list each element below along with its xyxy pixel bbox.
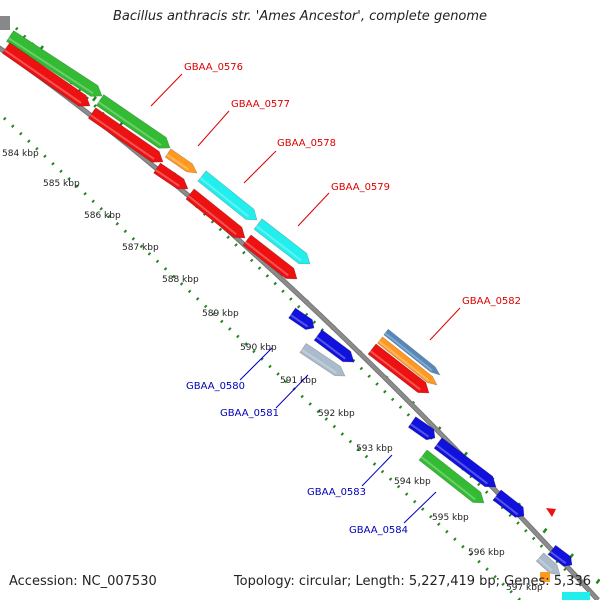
scale-tick-label: 596 kbp bbox=[468, 548, 505, 558]
gene-arrow-red-highlight bbox=[244, 241, 289, 277]
gene-arrow-orange bbox=[164, 148, 198, 174]
gene-arrow-red bbox=[87, 107, 164, 163]
gene-arrow-blue bbox=[547, 544, 573, 567]
scale-tick-label: 586 kbp bbox=[84, 211, 121, 221]
gene-label-reverse: GBAA_0584 bbox=[349, 525, 408, 536]
gene-arrow-blue bbox=[433, 437, 497, 488]
gene-arrow-blue-highlight bbox=[290, 314, 309, 328]
gene-label-forward: GBAA_0577 bbox=[231, 99, 290, 110]
gene-arrow-red-highlight bbox=[3, 49, 82, 104]
genome-summary: Topology: circular; Length: 5,227,419 bp… bbox=[233, 574, 591, 589]
gene-arrow-silver-highlight bbox=[301, 348, 337, 374]
gene-arrow-red-highlight bbox=[155, 169, 180, 187]
gene-label-reverse: GBAA_0583 bbox=[307, 487, 366, 498]
scale-tick-label: 589 kbp bbox=[202, 309, 239, 319]
gene-arrow-green bbox=[95, 94, 171, 149]
gene-arrow-red bbox=[367, 343, 430, 394]
gene-label-forward-leader bbox=[297, 192, 330, 227]
gene-label-forward-leader bbox=[429, 307, 461, 341]
gene-arrow-silver-highlight bbox=[537, 557, 553, 572]
gene-label-forward-leader bbox=[243, 150, 277, 184]
scale-tick-label: 597 kbp bbox=[506, 583, 543, 593]
gene-label-forward-leader bbox=[197, 110, 230, 147]
gene-arrow-blue-highlight bbox=[409, 423, 430, 438]
scale-tick-label: 594 kbp bbox=[394, 477, 431, 487]
scale-tick-label: 592 kbp bbox=[318, 409, 355, 419]
scale-tick-label: 590 kbp bbox=[240, 343, 277, 353]
inner-dotted-ring bbox=[2, 116, 522, 602]
gene-arrow-red-highlight bbox=[187, 195, 237, 236]
gene-arrow-red bbox=[1, 42, 91, 107]
gene-arrow-silver bbox=[299, 342, 346, 377]
gene-arrow-cyan bbox=[253, 218, 311, 265]
gene-arrow-cyan-highlight bbox=[255, 225, 302, 262]
gene-arrow-blue bbox=[288, 307, 315, 330]
gene-arrow-cyan bbox=[197, 170, 258, 221]
gene-arrow-cyan-edge bbox=[562, 592, 590, 600]
gene-label-forward: GBAA_0576 bbox=[184, 62, 243, 73]
gene-arrow-orange bbox=[377, 336, 438, 386]
outer-tick-mark bbox=[542, 527, 548, 534]
gene-arrow-red bbox=[185, 188, 246, 239]
gene-arrow-blue-highlight bbox=[435, 444, 488, 485]
gene-arrow-silver bbox=[535, 552, 561, 576]
gene-arrow-blue-highlight bbox=[315, 336, 346, 360]
gene-label-reverse: GBAA_0580 bbox=[186, 381, 245, 392]
gene-arrow-blue-highlight bbox=[494, 496, 519, 516]
gene-arrow-red bbox=[242, 234, 298, 280]
gene-arrow-cyan-highlight bbox=[199, 177, 249, 218]
gene-label-forward: GBAA_0582 bbox=[462, 296, 521, 307]
outer-tick-mark bbox=[595, 578, 600, 585]
gene-arrow-orange-highlight bbox=[166, 153, 190, 171]
gene-arrow-red bbox=[153, 162, 189, 190]
gene-arrow-blue bbox=[407, 416, 436, 441]
map-title: Bacillus anthracis str. 'Ames Ancestor',… bbox=[112, 9, 488, 24]
gene-arrow-green-highlight bbox=[420, 456, 476, 501]
gene-arrow-steelblue-highlight bbox=[384, 332, 433, 372]
gene-arrow-red-highlight bbox=[369, 350, 421, 391]
gene-arrow-green-highlight bbox=[97, 101, 162, 146]
gene-arrow-orange-edge bbox=[540, 572, 550, 582]
scale-tick-label: 585 kbp bbox=[43, 179, 80, 189]
gene-arrow-steelblue bbox=[383, 328, 441, 376]
gene-label-forward: GBAA_0578 bbox=[277, 138, 336, 149]
scale-tick-label: 595 kbp bbox=[432, 513, 469, 523]
scale-tick-label: 588 kbp bbox=[162, 275, 199, 285]
scale-tick-label: 584 kbp bbox=[2, 149, 39, 159]
gene-label-forward-leader bbox=[150, 73, 183, 107]
gene-arrow-red-highlight bbox=[89, 114, 155, 160]
gene-arrow-blue-highlight bbox=[549, 551, 567, 565]
gene-arrow-blue bbox=[313, 329, 355, 363]
scale-tick-label: 591 kbp bbox=[280, 376, 317, 386]
gene-arrow-green bbox=[418, 449, 485, 504]
gene-arrow-blue bbox=[492, 489, 525, 518]
gene-label-reverse-leader bbox=[275, 374, 309, 409]
gene-arrow-orange-highlight bbox=[378, 340, 430, 382]
gene-label-reverse-leader bbox=[403, 491, 437, 524]
gene-arrow-red-small bbox=[546, 508, 556, 517]
accession-label: Accession: NC_007530 bbox=[9, 574, 157, 589]
gene-label-forward: GBAA_0579 bbox=[331, 182, 390, 193]
gene-arrow-green bbox=[5, 30, 103, 97]
scale-tick-label: 587 kbp bbox=[122, 243, 159, 253]
gene-label-reverse: GBAA_0581 bbox=[220, 408, 279, 419]
gene-label-reverse-leader bbox=[361, 454, 393, 487]
outer-tick-mark bbox=[92, 96, 97, 102]
scale-tick-label: 593 kbp bbox=[356, 444, 393, 454]
gene-label-reverse-leader bbox=[239, 347, 273, 381]
gene-arrow-green-highlight bbox=[8, 37, 94, 95]
backbone-edge-gene bbox=[0, 16, 10, 30]
